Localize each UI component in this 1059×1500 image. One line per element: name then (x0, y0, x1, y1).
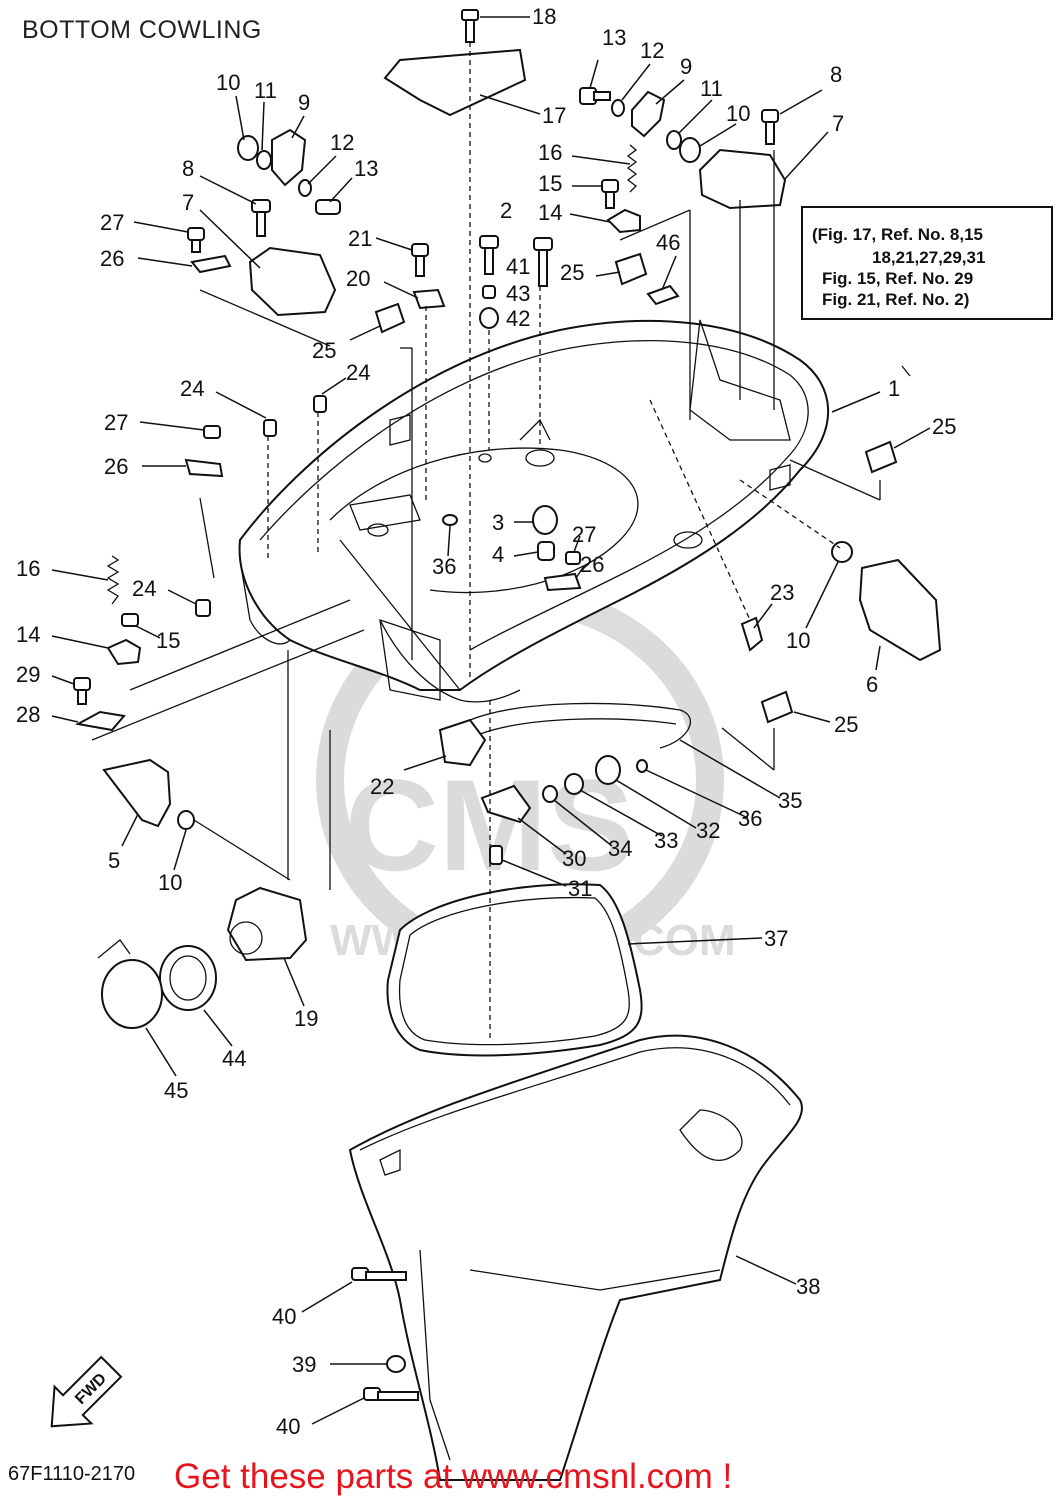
callout-6: 6 (866, 672, 878, 697)
callout-30: 30 (562, 846, 586, 871)
callout-5: 5 (108, 848, 120, 873)
callout-12-left: 12 (330, 130, 354, 155)
note-line-3: Fig. 15, Ref. No. 29 (822, 269, 973, 288)
callout-19: 19 (294, 1006, 318, 1031)
callout-31: 31 (568, 876, 592, 901)
callout-9: 9 (680, 54, 692, 79)
callout-25-right: 25 (932, 414, 956, 439)
callout-27-right: 27 (572, 522, 596, 547)
leader-lines (51, 16, 931, 1425)
callout-13: 13 (602, 25, 626, 50)
callout-37: 37 (764, 926, 788, 951)
callout-26-mid: 26 (104, 454, 128, 479)
callout-22: 22 (370, 774, 394, 799)
callout-20: 20 (346, 266, 370, 291)
callout-11-left: 11 (254, 78, 277, 103)
callout-3: 3 (492, 510, 504, 535)
callout-46: 46 (656, 230, 680, 255)
callout-23: 23 (770, 580, 794, 605)
callout-29: 29 (16, 662, 40, 687)
callout-16: 16 (538, 140, 562, 165)
callout-42: 42 (506, 306, 530, 331)
callout-18: 18 (532, 4, 556, 29)
callout-12: 12 (640, 38, 664, 63)
callout-7-left: 7 (182, 190, 194, 215)
callout-28: 28 (16, 702, 40, 727)
note-line-1: (Fig. 17, Ref. No. 8,15 (812, 225, 983, 244)
callout-25-low: 25 (834, 712, 858, 737)
lower-cowling-38 (348, 1034, 803, 1481)
callout-24-left: 24 (132, 576, 156, 601)
small-parts (73, 9, 942, 1401)
callout-14-left: 14 (16, 622, 40, 647)
callout-15: 15 (538, 171, 562, 196)
callout-9-left: 9 (298, 90, 310, 115)
callout-10-low: 10 (158, 870, 182, 895)
callout-24-mid: 24 (346, 360, 370, 385)
callout-11: 11 (700, 76, 723, 101)
callout-25: 25 (560, 260, 584, 285)
callout-25-mid: 25 (312, 338, 336, 363)
callout-40: 40 (272, 1304, 296, 1329)
callout-10-left: 10 (216, 70, 240, 95)
callout-27: 27 (100, 210, 124, 235)
callout-10-right: 10 (786, 628, 810, 653)
diagram-code: 67F1110-2170 (8, 1463, 135, 1485)
callout-16-left: 16 (16, 556, 40, 581)
callout-4: 4 (492, 542, 504, 567)
callout-13-left: 13 (354, 156, 378, 181)
callout-2: 2 (500, 198, 512, 223)
callout-1: 1 (888, 376, 900, 401)
bottom-cowling-body (238, 319, 830, 703)
gasket-37 (386, 883, 643, 1057)
callout-43: 43 (506, 281, 530, 306)
callout-8-left: 8 (182, 156, 194, 181)
callout-21: 21 (348, 226, 372, 251)
callout-36-right: 36 (738, 806, 762, 831)
callout-32: 32 (696, 818, 720, 843)
callout-33: 33 (654, 828, 678, 853)
callout-7: 7 (832, 111, 844, 136)
callout-27-mid: 27 (104, 410, 128, 435)
callout-10: 10 (726, 101, 750, 126)
callout-44: 44 (222, 1046, 246, 1071)
callout-38: 38 (796, 1274, 820, 1299)
callout-34: 34 (608, 836, 632, 861)
note-line-2: 18,21,27,29,31 (872, 248, 985, 267)
diagram-title: BOTTOM COWLING (22, 16, 262, 44)
reference-note: (Fig. 17, Ref. No. 8,15 18,21,27,29,31 F… (801, 206, 1053, 320)
callout-41: 41 (506, 254, 530, 279)
callout-17: 17 (542, 103, 566, 128)
callout-45: 45 (164, 1078, 188, 1103)
callout-labels: 18 17 13 12 9 11 10 8 7 16 15 14 10 11 9… (16, 4, 956, 1439)
callout-15-left: 15 (156, 628, 180, 653)
callout-14: 14 (538, 200, 562, 225)
callout-40-low: 40 (276, 1414, 300, 1439)
callout-35: 35 (778, 788, 802, 813)
callout-39: 39 (292, 1352, 316, 1377)
callout-26-right: 26 (580, 552, 604, 577)
callout-36: 36 (432, 554, 456, 579)
promo-link[interactable]: Get these parts at www.cmsnl.com ! (174, 1457, 732, 1496)
callout-26: 26 (100, 246, 124, 271)
callout-24: 24 (180, 376, 204, 401)
note-line-4: Fig. 21, Ref. No. 2) (822, 290, 969, 309)
callout-8: 8 (830, 62, 842, 87)
fwd-direction-arrow: FWD (50, 1355, 123, 1428)
